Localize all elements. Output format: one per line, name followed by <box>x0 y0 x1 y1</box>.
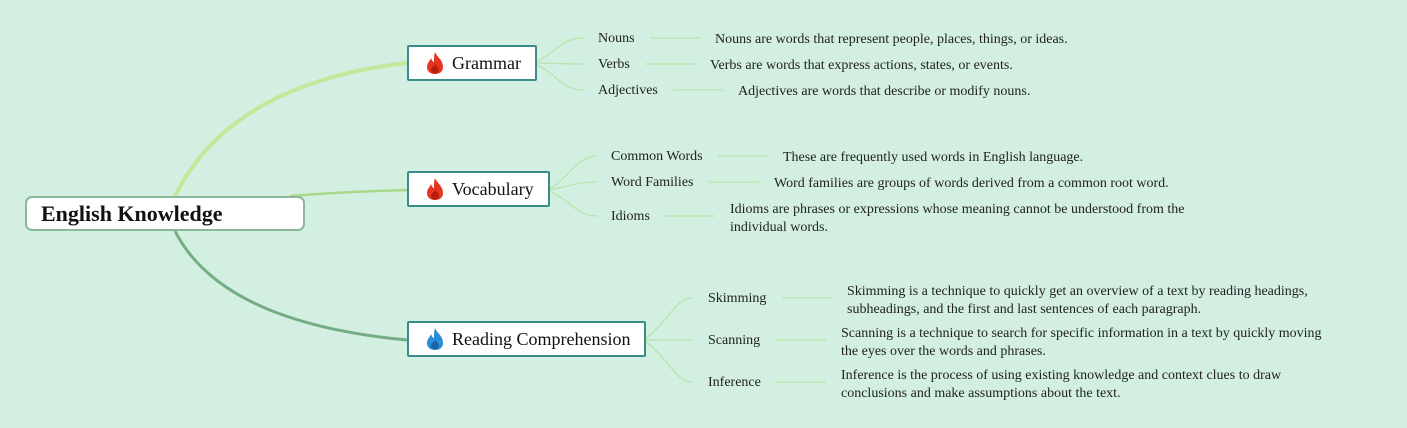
reading-child-connector <box>643 339 694 383</box>
branch-label: Vocabulary <box>452 178 534 199</box>
fire-red-icon <box>425 177 445 201</box>
branch-label: Grammar <box>452 52 521 73</box>
branch-node-grammar[interactable]: Grammar <box>407 45 537 81</box>
fire-blue-icon <box>425 327 445 351</box>
branch-node-vocabulary[interactable]: Vocabulary <box>407 171 550 207</box>
branch-node-reading-comprehension[interactable]: Reading Comprehension <box>407 321 647 357</box>
leaf-common-words[interactable]: Common Words <box>611 149 703 164</box>
leaf-scanning[interactable]: Scanning <box>708 333 761 348</box>
description-adjectives: Adjectives are words that describe or mo… <box>738 84 1031 99</box>
description-nouns: Nouns are words that represent people, p… <box>715 32 1068 47</box>
leaf-inference[interactable]: Inference <box>708 375 761 390</box>
vocabulary-child-connector <box>545 155 598 191</box>
fire-red-icon <box>425 51 445 75</box>
root-to-reading-connector <box>173 230 408 342</box>
leaf-adjectives[interactable]: Adjectives <box>598 83 658 98</box>
leaf-skimming[interactable]: Skimming <box>708 291 767 306</box>
description-idioms: Idioms are phrases or expressions whose … <box>730 202 1185 235</box>
branch-label: Reading Comprehension <box>452 328 631 349</box>
root-to-vocabulary-connector <box>289 188 408 198</box>
vocabulary-child-connector <box>545 189 598 217</box>
description-scanning: Scanning is a technique to search for sp… <box>841 326 1322 359</box>
vocabulary-child-connector <box>545 181 598 191</box>
leaf-verbs[interactable]: Verbs <box>598 57 630 72</box>
leaf-nouns[interactable]: Nouns <box>598 31 635 46</box>
leaf-word-families[interactable]: Word Families <box>611 175 694 190</box>
description-inference: Inference is the process of using existi… <box>841 368 1282 401</box>
description-skimming: Skimming is a technique to quickly get a… <box>847 284 1308 317</box>
description-word-families: Word families are groups of words derive… <box>774 176 1169 191</box>
root-node[interactable]: English Knowledge <box>25 196 305 231</box>
grammar-child-connector <box>532 37 584 64</box>
root-to-grammar-connector <box>173 61 408 197</box>
grammar-child-connector <box>532 62 584 91</box>
reading-child-connector <box>643 297 694 341</box>
root-label: English Knowledge <box>41 200 223 226</box>
leaf-idioms[interactable]: Idioms <box>611 209 650 224</box>
grammar-child-connector <box>532 62 584 65</box>
description-common-words: These are frequently used words in Engli… <box>783 150 1084 165</box>
description-verbs: Verbs are words that express actions, st… <box>710 58 1013 73</box>
